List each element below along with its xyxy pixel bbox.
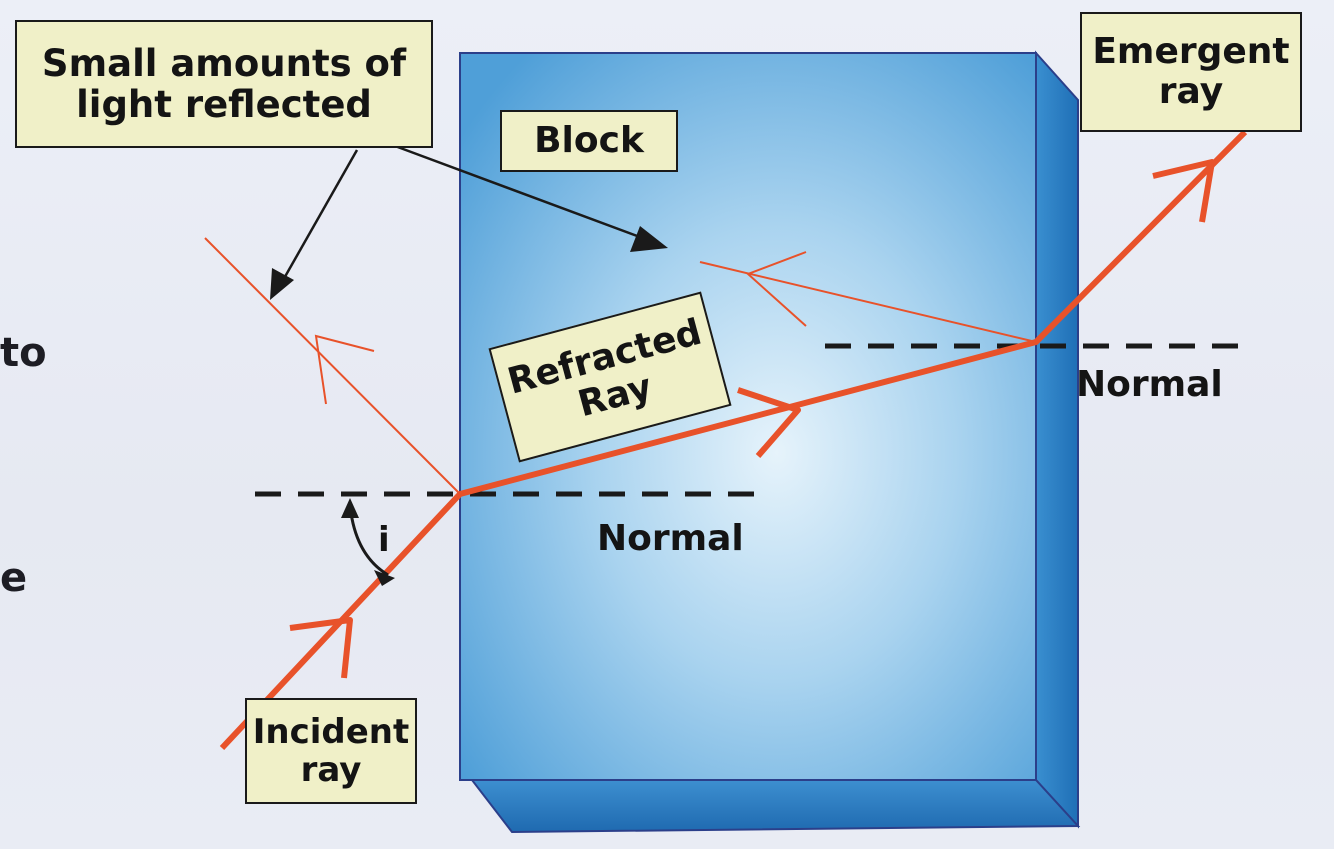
label-normal-left: Normal <box>597 518 744 559</box>
reflected-ray-left-arrowhead <box>314 334 375 405</box>
label-emergent-line-2: ray <box>1158 71 1224 112</box>
label-angle-i: i <box>378 520 390 560</box>
label-small-amounts-reflected: Small amounts of light reflected <box>15 20 433 148</box>
label-incident-line-1: Incident <box>252 711 410 752</box>
reflected-ray-right <box>699 261 1037 343</box>
emergent-ray-arrowhead <box>1152 159 1215 223</box>
label-reflected-line-2: light reflected <box>76 83 372 126</box>
pointer-arrowhead-right <box>630 226 668 252</box>
label-block-text: Block <box>534 119 644 161</box>
reflected-ray-right-arrowhead <box>746 251 807 327</box>
background-text-to: to <box>0 330 47 376</box>
label-emergent-line-1: Emergent <box>1092 30 1290 72</box>
label-incident-ray: Incident ray <box>245 698 417 804</box>
angle-arrowhead-top <box>341 498 359 518</box>
pointer-arrow-right <box>394 144 649 242</box>
label-block: Block <box>500 110 678 172</box>
incident-ray-arrowhead <box>289 617 353 679</box>
label-incident-line-2: ray <box>300 750 362 790</box>
block-side-face <box>1035 50 1079 829</box>
label-normal-right: Normal <box>1076 364 1223 405</box>
label-emergent-ray: Emergent ray <box>1080 12 1302 132</box>
refracted-ray-arrowhead <box>737 387 801 458</box>
angle-arrowhead-bottom <box>374 570 395 586</box>
pointer-arrow-left <box>280 149 359 283</box>
block-bottom-face <box>469 779 1081 834</box>
reflected-ray-left <box>204 237 461 495</box>
background-text-e: e <box>0 555 28 601</box>
pointer-arrowhead-left <box>270 268 294 300</box>
label-reflected-line-1: Small amounts of <box>41 41 407 85</box>
